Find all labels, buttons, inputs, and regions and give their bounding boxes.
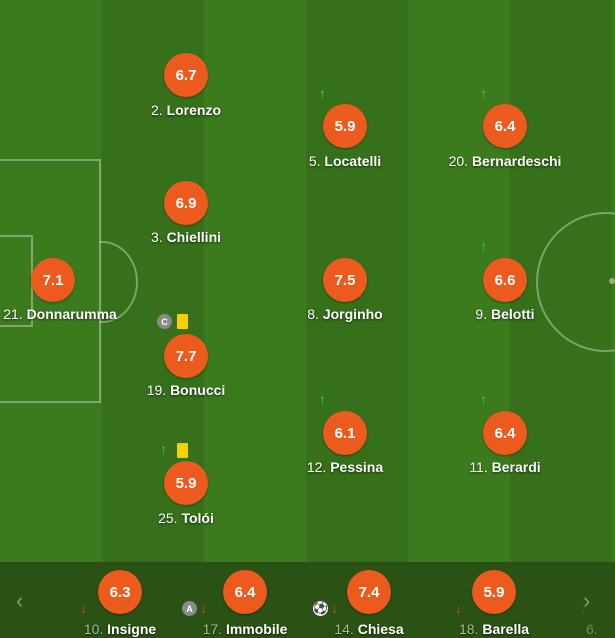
player-name-berardi[interactable]: 11. Berardi — [415, 459, 595, 475]
player-rating-bernardeschi[interactable]: 6.4 — [483, 104, 527, 148]
yellow-card-icon — [177, 314, 188, 329]
player-number: 25. — [158, 510, 178, 526]
player-number: 9. — [475, 306, 488, 322]
player-rating-lorenzo[interactable]: 6.7 — [164, 53, 208, 97]
player-name: Lorenzo — [166, 102, 222, 118]
player-name: Barella — [482, 621, 530, 637]
player-name-bernardeschi[interactable]: 20. Bernardeschi — [415, 153, 595, 169]
arrow-up-icon: ↑ — [480, 391, 487, 407]
player-number: 18. — [458, 621, 479, 637]
pitch: 6.7 2. Lorenzo 6.9 3. Chiellini 7.1 21. … — [0, 0, 615, 562]
player-rating-locatelli[interactable]: 5.9 — [323, 104, 367, 148]
player-number: 17. — [202, 621, 223, 637]
bench-name-barella[interactable]: 18. Barella — [404, 621, 584, 637]
chevron-right-icon[interactable]: › — [583, 588, 591, 613]
player-name: Chiellini — [166, 229, 222, 245]
player-name-pessina[interactable]: 12. Pessina — [255, 459, 435, 475]
player-number: 8. — [307, 306, 319, 322]
player-name: Tolói — [181, 510, 214, 526]
bench-name-chiesa[interactable]: 14. Chiesa — [279, 621, 459, 637]
player-name: Locatelli — [324, 153, 382, 169]
player-number: 12. — [306, 459, 327, 475]
player-name-toloi[interactable]: 25. Tolói — [96, 510, 276, 526]
player-name-jorginho[interactable]: 8. Jorginho — [255, 306, 435, 322]
player-rating-belotti[interactable]: 6.6 — [483, 258, 527, 302]
arrow-up-icon: ↑ — [480, 238, 487, 254]
bench-name-immobile[interactable]: 17. Immobile — [155, 621, 335, 637]
bench-rating-insigne[interactable]: 6.3 — [98, 570, 142, 614]
player-name: Berardi — [491, 459, 541, 475]
player-number: 3. — [150, 229, 163, 245]
arrow-up-icon: ↑ — [160, 441, 167, 457]
captain-icon: C — [157, 314, 172, 329]
bench-rating-barella[interactable]: 5.9 — [472, 570, 516, 614]
bench-name-insigne[interactable]: 10. Insigne — [30, 621, 210, 637]
arrow-down-icon: ↓ — [331, 600, 338, 616]
player-number: 10. — [83, 621, 104, 637]
arrow-up-icon: ↑ — [319, 391, 326, 407]
player-number: 21. — [3, 306, 23, 322]
player-name-locatelli[interactable]: 5. Locatelli — [255, 153, 435, 169]
player-rating-chiellini[interactable]: 6.9 — [164, 181, 208, 225]
center-spot — [609, 278, 615, 284]
bench-number-partial[interactable]: 6. — [586, 621, 598, 637]
player-rating-bonucci[interactable]: 7.7 — [164, 334, 208, 378]
player-name: Belotti — [491, 306, 535, 322]
player-rating-donnarumma[interactable]: 7.1 — [31, 258, 75, 302]
player-rating-berardi[interactable]: 6.4 — [483, 411, 527, 455]
player-number: 14. — [334, 621, 354, 637]
bench-bar: ‹ › 6.3 ↓ 10. Insigne A ↓ 6.4 17. Immobi… — [0, 562, 615, 638]
chevron-left-icon[interactable]: ‹ — [16, 588, 24, 613]
soccer-ball-icon: ⚽ — [313, 601, 328, 616]
player-rating-toloi[interactable]: 5.9 — [164, 461, 208, 505]
bench-rating-chiesa[interactable]: 7.4 — [347, 570, 391, 614]
bench-rating-immobile[interactable]: 6.4 — [223, 570, 267, 614]
assist-icon: A — [182, 601, 197, 616]
arrow-down-icon: ↓ — [80, 600, 87, 616]
player-name: Jorginho — [322, 306, 383, 322]
player-name: Insigne — [107, 621, 157, 637]
player-name: Bernardeschi — [471, 153, 562, 169]
player-name: Bonucci — [170, 382, 226, 398]
arrow-down-icon: ↓ — [455, 600, 462, 616]
player-name: Donnarumma — [26, 306, 117, 322]
player-name-belotti[interactable]: 9. Belotti — [415, 306, 595, 322]
player-rating-pessina[interactable]: 6.1 — [323, 411, 367, 455]
player-name: Chiesa — [357, 621, 404, 637]
player-name: Immobile — [225, 621, 288, 637]
arrow-up-icon: ↑ — [480, 85, 487, 101]
player-name-bonucci[interactable]: 19. Bonucci — [96, 382, 276, 398]
player-name: Pessina — [330, 459, 384, 475]
player-number: 2. — [150, 102, 163, 118]
player-number: 20. — [448, 153, 469, 169]
yellow-card-icon — [177, 443, 188, 458]
player-number: 11. — [469, 459, 488, 475]
center-circle — [536, 212, 615, 352]
player-name-lorenzo[interactable]: 2. Lorenzo — [96, 102, 276, 118]
player-number: 5. — [308, 153, 321, 169]
player-name-chiellini[interactable]: 3. Chiellini — [96, 229, 276, 245]
arrow-down-icon: ↓ — [580, 600, 587, 616]
player-rating-jorginho[interactable]: 7.5 — [323, 258, 367, 302]
player-number: 19. — [146, 382, 167, 398]
arrow-up-icon: ↑ — [319, 85, 326, 101]
arrow-down-icon: ↓ — [200, 600, 207, 616]
player-name-donnarumma[interactable]: 21. Donnarumma — [0, 306, 150, 322]
